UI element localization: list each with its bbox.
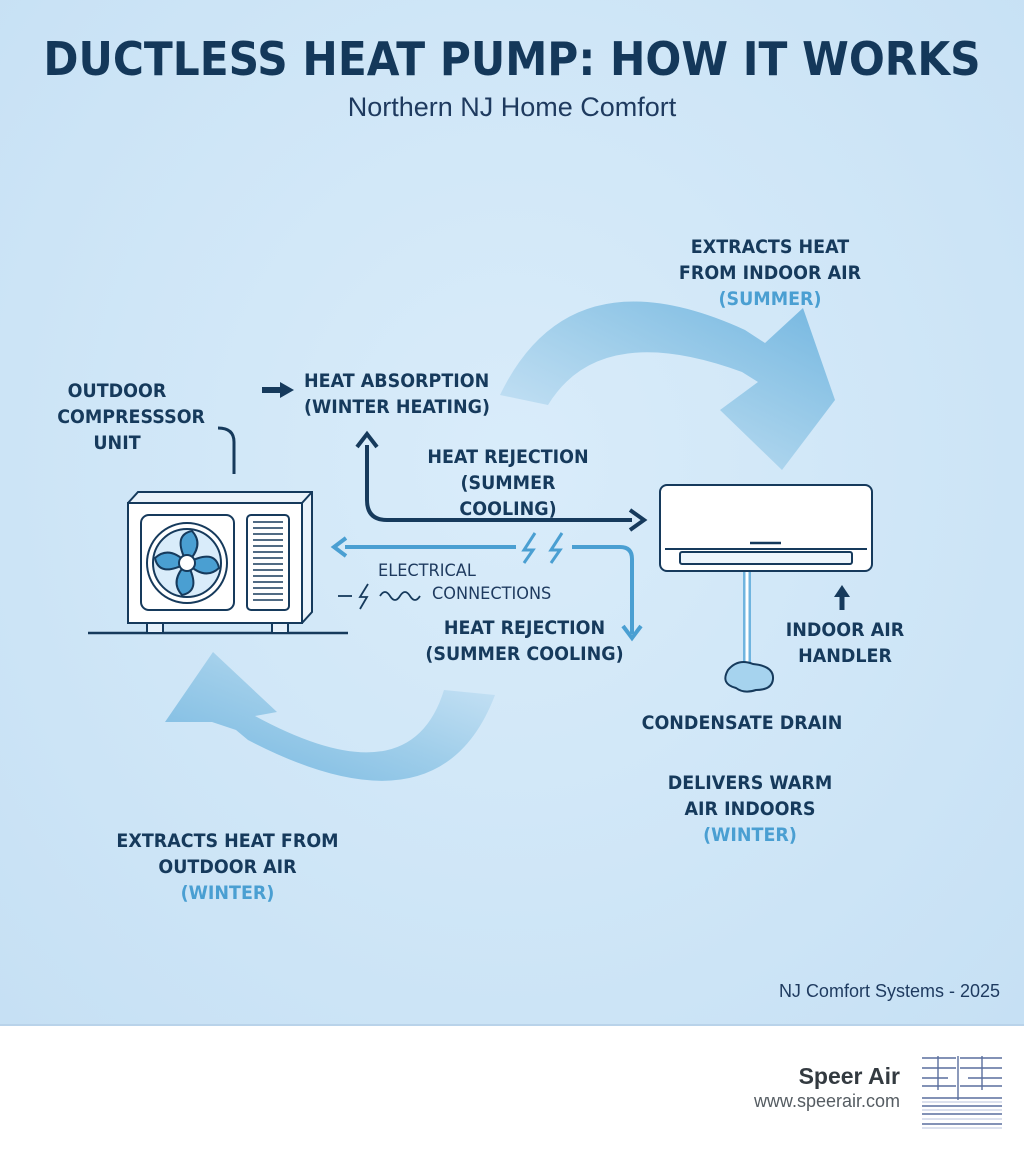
- fan-icon: [146, 522, 228, 604]
- outdoor-unit-label-line: UNIT: [93, 432, 141, 454]
- outdoor-label-leader: [217, 426, 236, 474]
- indoor-handler-label: INDOOR AIR HANDLER: [781, 617, 910, 669]
- condensate-puddle-icon: [724, 572, 775, 693]
- heat-absorption-label: HEAT ABSORPTION (WINTER HEATING): [304, 368, 490, 420]
- heat-absorption-line: HEAT ABSORPTION: [304, 370, 490, 392]
- delivers-warm-line: AIR INDOORS: [684, 798, 816, 820]
- condensate-drain-label: CONDENSATE DRAIN: [641, 712, 843, 734]
- season-tag-winter: (WINTER): [703, 824, 797, 846]
- heat-rejection-top-line: (SUMMER COOLING): [459, 472, 557, 520]
- electrical-label-line-1: ELECTRICAL: [378, 561, 476, 581]
- brand-name: Speer Air: [798, 1063, 900, 1089]
- electrical-label-line-2: CONNECTIONS: [432, 584, 552, 604]
- page-title: DUCTLESS HEAT PUMP: HOW IT WORKS: [43, 32, 981, 86]
- heat-rejection-top-label: HEAT REJECTION (SUMMER COOLING): [416, 444, 600, 522]
- delivers-warm-label: DELIVERS WARM AIR INDOORS (WINTER): [658, 770, 842, 848]
- season-tag-winter: (WINTER): [180, 882, 275, 904]
- extracts-indoor-label: EXTRACTS HEAT FROM INDOOR AIR (SUMMER): [669, 234, 871, 312]
- indoor-handler-arrow-icon: [834, 585, 850, 610]
- heat-absorption-line: (WINTER HEATING): [304, 396, 490, 418]
- season-tag-summer: (SUMMER): [718, 288, 822, 310]
- infographic: DUCTLESS HEAT PUMP: HOW IT WORKS Norther…: [0, 0, 1024, 1026]
- electrical-line-arrow: [330, 536, 643, 642]
- brand-url[interactable]: www.speerair.com: [753, 1091, 900, 1111]
- winter-flow-arrow: [165, 652, 495, 781]
- extracts-outdoor-line: EXTRACTS HEAT FROM: [116, 830, 339, 852]
- extracts-indoor-line: EXTRACTS HEAT: [690, 236, 850, 258]
- extracts-outdoor-label: EXTRACTS HEAT FROM OUTDOOR AIR (WINTER): [115, 828, 340, 906]
- speer-air-logo-icon: [922, 1056, 1002, 1129]
- summer-flow-arrow: [500, 301, 835, 470]
- outdoor-unit-label: OUTDOOR COMPRESSSOR UNIT: [57, 378, 205, 456]
- lightning-bolt-icon: [521, 532, 564, 564]
- heat-rejection-bottom-line: (SUMMER COOLING): [425, 643, 624, 665]
- indoor-handler-line: HANDLER: [798, 645, 892, 667]
- heat-rejection-top-line: HEAT REJECTION: [427, 446, 589, 468]
- outdoor-unit-label-line: OUTDOOR: [67, 380, 167, 402]
- heat-rejection-bottom-line: HEAT REJECTION: [443, 617, 606, 639]
- indoor-handler-line: INDOOR AIR: [785, 619, 905, 641]
- extracts-outdoor-line: OUTDOOR AIR: [158, 856, 297, 878]
- heat-rejection-bottom-label: HEAT REJECTION (SUMMER COOLING): [421, 615, 628, 667]
- outdoor-compressor-unit-icon: [88, 491, 348, 635]
- indoor-air-handler-icon: [659, 484, 873, 572]
- heat-absorption-arrow-icon: [262, 382, 294, 398]
- delivers-warm-line: DELIVERS WARM: [667, 772, 833, 794]
- outdoor-unit-label-line: COMPRESSSOR: [57, 406, 206, 428]
- refrigerant-line-arrow: [355, 430, 648, 532]
- electrical-symbol-icon: [338, 583, 421, 610]
- diagram-graphics: [88, 301, 873, 781]
- extracts-indoor-line: FROM INDOOR AIR: [678, 262, 862, 284]
- credit-text: NJ Comfort Systems - 2025: [778, 981, 1000, 1001]
- page-subtitle: Northern NJ Home Comfort: [347, 92, 677, 122]
